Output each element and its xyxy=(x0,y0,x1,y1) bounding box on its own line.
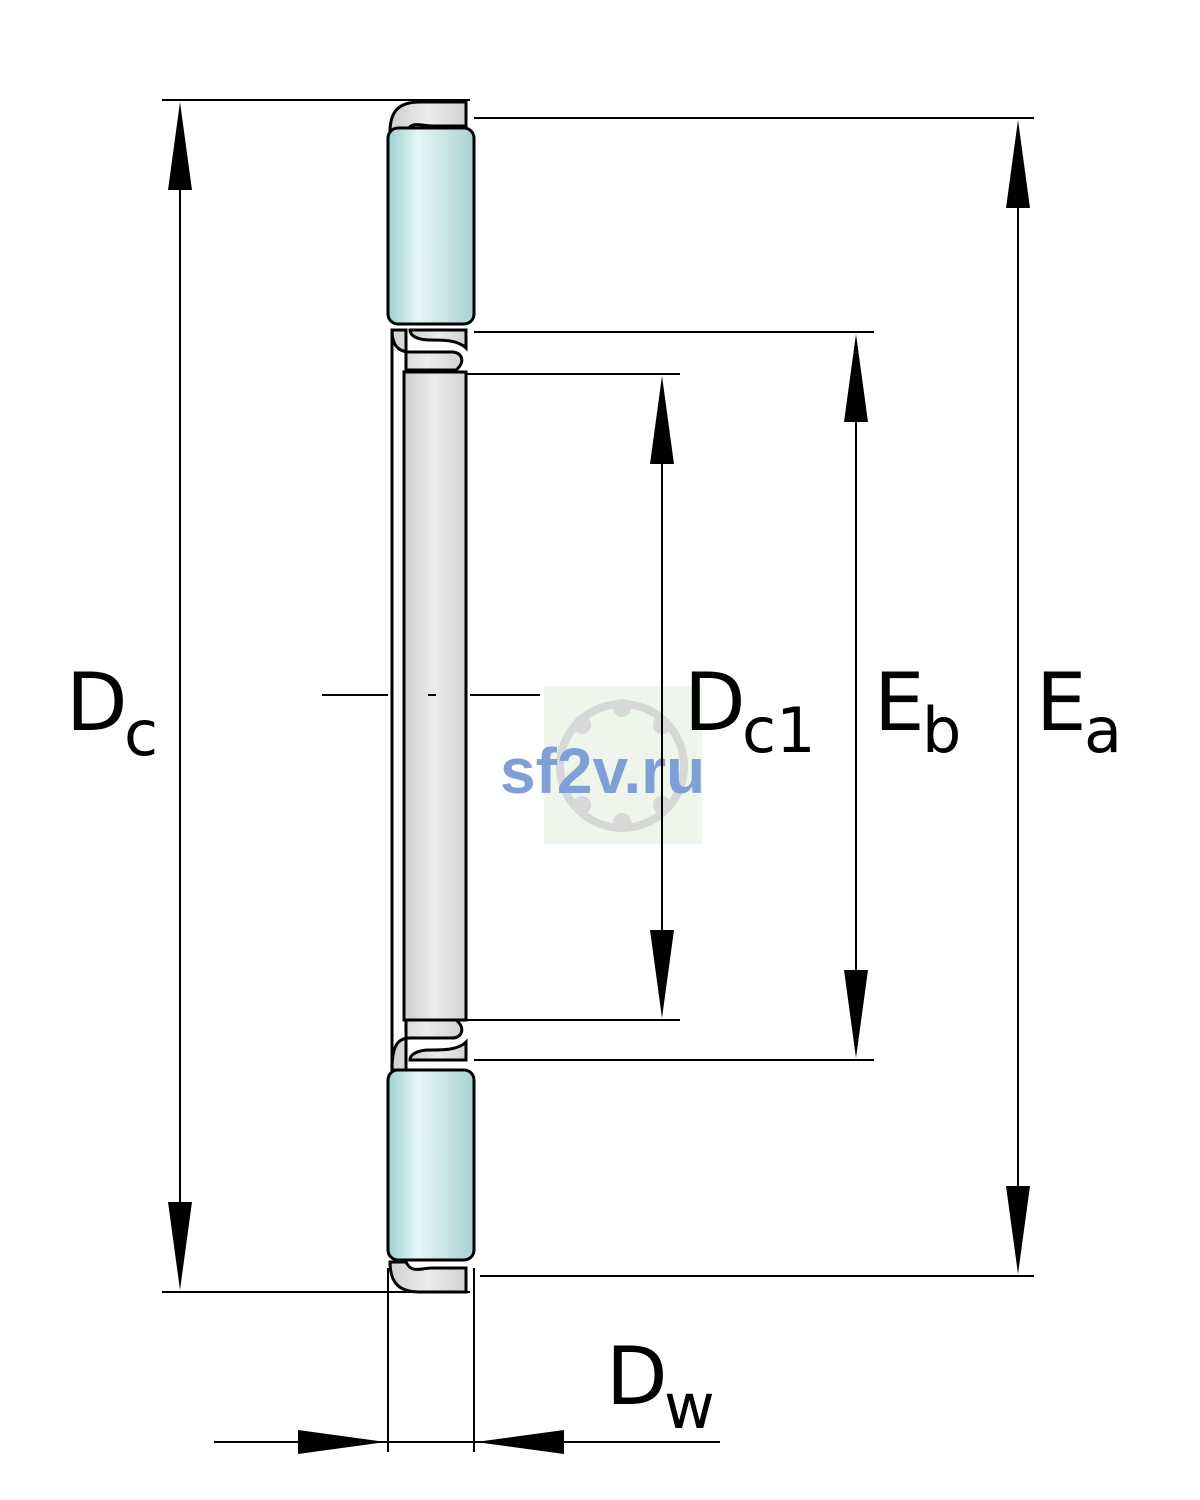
dc1-label-main: D xyxy=(684,656,746,749)
eb-arrow-top xyxy=(844,334,868,422)
dw-label-sub: w xyxy=(664,1370,715,1443)
cage-flange-bottom-mid-cap xyxy=(408,1038,468,1062)
watermark-ball-5 xyxy=(573,796,591,814)
roller-bottom xyxy=(386,1068,476,1262)
cage-flange-top xyxy=(388,100,468,372)
dc-arrow-top xyxy=(168,102,192,190)
watermark-ball-4 xyxy=(613,813,631,831)
ea-label-main: E xyxy=(1036,656,1087,749)
cage-flange-bottom-mid xyxy=(390,1018,464,1072)
dw-arrow-right xyxy=(476,1430,564,1454)
dc-label-sub: c xyxy=(124,697,158,770)
dc-arrow-bottom xyxy=(168,1202,192,1290)
ea-arrow-top xyxy=(1006,120,1030,208)
cage-flange-bottom xyxy=(388,1018,468,1294)
ea-label-sub: a xyxy=(1084,694,1122,767)
watermark-ball-1 xyxy=(613,699,631,717)
dim-ea: E a xyxy=(474,117,1122,1277)
ea-arrow-bottom xyxy=(1006,1186,1030,1274)
dc1-arrow-top xyxy=(650,376,674,464)
watermark-text: sf2v.ru xyxy=(500,735,705,807)
cage-flange-top-mid xyxy=(390,328,464,372)
cage xyxy=(390,328,468,1072)
eb-arrow-bottom xyxy=(844,970,868,1058)
dw-arrow-left xyxy=(298,1430,386,1454)
watermark-ball-6 xyxy=(573,716,591,734)
dim-dw: D w xyxy=(214,1268,720,1454)
roller-top xyxy=(386,126,476,326)
dc-label-main: D xyxy=(66,656,128,749)
dc1-arrow-bottom xyxy=(650,930,674,1018)
dw-label-main: D xyxy=(606,1330,668,1423)
dc1-label-sub: c1 xyxy=(742,694,816,767)
dim-dc: D c xyxy=(66,99,470,1293)
watermark: sf2v.ru xyxy=(500,686,705,844)
dim-eb: E b xyxy=(474,331,961,1061)
eb-label-main: E xyxy=(874,656,925,749)
dim-dc1: D c1 xyxy=(466,373,816,1021)
cage-flange-bottom-outer xyxy=(388,1260,468,1294)
cage-flange-top-outer xyxy=(388,100,468,134)
cage-flange-top-mid-cap xyxy=(408,328,468,352)
eb-label-sub: b xyxy=(922,694,961,767)
